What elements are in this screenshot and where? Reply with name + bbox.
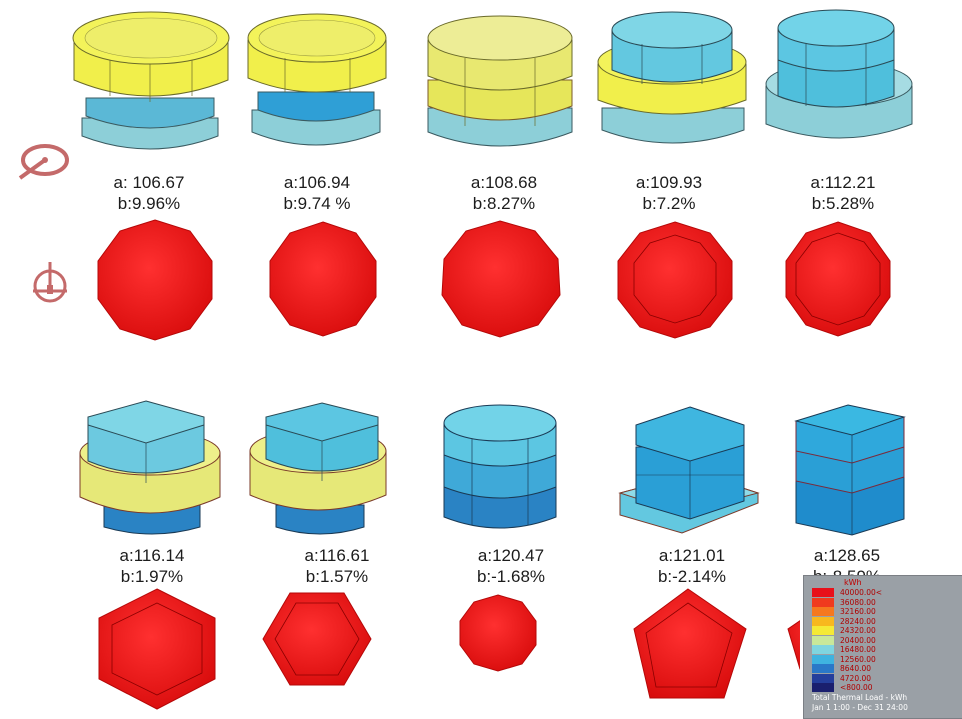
legend-value: 28240.00 bbox=[840, 617, 876, 626]
model-bottom-5 bbox=[796, 405, 904, 535]
model-top-1 bbox=[73, 12, 229, 149]
legend-swatch bbox=[812, 674, 834, 683]
top-label-3: a:108.68 b:8.27% bbox=[419, 172, 589, 214]
plan-bottom-3 bbox=[460, 595, 536, 671]
legend-value: 12560.00 bbox=[840, 655, 876, 664]
bottom-a-value-4: a:121.01 bbox=[607, 545, 777, 566]
bottom-a-value-5: a:128.65 bbox=[762, 545, 932, 566]
legend-value: 36080.00 bbox=[840, 598, 876, 607]
legend-row: 32160.00 bbox=[812, 607, 952, 616]
bottom-row-plans bbox=[0, 585, 800, 718]
plan-top-3 bbox=[442, 221, 560, 337]
model-top-4 bbox=[598, 12, 746, 143]
plan-bottom-1 bbox=[99, 589, 215, 709]
legend-swatch bbox=[812, 588, 834, 597]
top-b-value-5: b:5.28% bbox=[758, 193, 928, 214]
top-label-1: a: 106.67 b:9.96% bbox=[64, 172, 234, 214]
legend-row: 4720.00 bbox=[812, 674, 952, 683]
legend-title: Total Thermal Load - kWh bbox=[812, 693, 907, 702]
legend-swatch bbox=[812, 645, 834, 654]
top-label-5: a:112.21 b:5.28% bbox=[758, 172, 928, 214]
legend-row: 40000.00< bbox=[812, 588, 952, 597]
top-a-value-1: a: 106.67 bbox=[64, 172, 234, 193]
model-bottom-3 bbox=[444, 405, 556, 528]
plan-bottom-5 bbox=[788, 605, 800, 669]
top-b-value-2: b:9.74 % bbox=[232, 193, 402, 214]
bottom-label-2: a:116.61 b:1.57% bbox=[252, 545, 422, 587]
top-row-models bbox=[0, 0, 962, 170]
bottom-a-value-2: a:116.61 bbox=[252, 545, 422, 566]
legend-row: <800.00 bbox=[812, 683, 952, 692]
legend-value: 8640.00 bbox=[840, 664, 871, 673]
legend-value: <800.00 bbox=[840, 683, 873, 692]
top-a-value-3: a:108.68 bbox=[419, 172, 589, 193]
legend-swatch bbox=[812, 607, 834, 616]
legend-value: 40000.00< bbox=[840, 588, 882, 597]
plan-top-2 bbox=[270, 222, 376, 336]
bottom-a-value-1: a:116.14 bbox=[67, 545, 237, 566]
legend-row: 36080.00 bbox=[812, 598, 952, 607]
bottom-b-value-1: b:1.97% bbox=[67, 566, 237, 587]
bottom-label-4: a:121.01 b:-2.14% bbox=[607, 545, 777, 587]
top-a-value-4: a:109.93 bbox=[584, 172, 754, 193]
legend-swatch bbox=[812, 655, 834, 664]
plan-bottom-2 bbox=[263, 593, 371, 685]
legend-value: 32160.00 bbox=[840, 607, 876, 616]
top-b-value-4: b:7.2% bbox=[584, 193, 754, 214]
plan-top-5 bbox=[786, 222, 890, 336]
bottom-b-value-2: b:1.57% bbox=[252, 566, 422, 587]
legend-date-range: Jan 1 1:00 - Dec 31 24:00 bbox=[812, 703, 908, 712]
legend-row: 28240.00 bbox=[812, 617, 952, 626]
legend-swatch bbox=[812, 626, 834, 635]
legend-unit: kWh bbox=[844, 578, 862, 587]
top-row-plans bbox=[0, 215, 962, 350]
legend-row: 8640.00 bbox=[812, 664, 952, 673]
model-bottom-2 bbox=[250, 403, 386, 534]
legend-row: 20400.00 bbox=[812, 636, 952, 645]
bottom-b-value-3: b:-1.68% bbox=[426, 566, 596, 587]
model-top-5 bbox=[766, 10, 912, 138]
legend-swatch bbox=[812, 617, 834, 626]
top-a-value-5: a:112.21 bbox=[758, 172, 928, 193]
bottom-label-1: a:116.14 b:1.97% bbox=[67, 545, 237, 587]
plan-top-1 bbox=[98, 220, 212, 340]
bottom-label-3: a:120.47 b:-1.68% bbox=[426, 545, 596, 587]
model-top-3 bbox=[428, 16, 572, 146]
legend-value: 4720.00 bbox=[840, 674, 871, 683]
bottom-row-models bbox=[0, 395, 962, 545]
legend-swatch bbox=[812, 664, 834, 673]
model-bottom-1 bbox=[80, 401, 220, 534]
top-b-value-1: b:9.96% bbox=[64, 193, 234, 214]
top-a-value-2: a:106.94 bbox=[232, 172, 402, 193]
legend-value: 20400.00 bbox=[840, 636, 876, 645]
legend-swatch bbox=[812, 683, 834, 692]
legend-swatch bbox=[812, 598, 834, 607]
plan-top-4 bbox=[618, 222, 732, 338]
model-top-2 bbox=[248, 14, 386, 145]
legend-row: 16480.00 bbox=[812, 645, 952, 654]
model-bottom-4 bbox=[620, 407, 758, 533]
top-label-4: a:109.93 b:7.2% bbox=[584, 172, 754, 214]
bottom-a-value-3: a:120.47 bbox=[426, 545, 596, 566]
legend-value: 24320.00 bbox=[840, 626, 876, 635]
top-b-value-3: b:8.27% bbox=[419, 193, 589, 214]
legend-swatch bbox=[812, 636, 834, 645]
legend-row: 12560.00 bbox=[812, 655, 952, 664]
top-label-2: a:106.94 b:9.74 % bbox=[232, 172, 402, 214]
legend-row: 24320.00 bbox=[812, 626, 952, 635]
bottom-b-value-4: b:-2.14% bbox=[607, 566, 777, 587]
legend-value: 16480.00 bbox=[840, 645, 876, 654]
